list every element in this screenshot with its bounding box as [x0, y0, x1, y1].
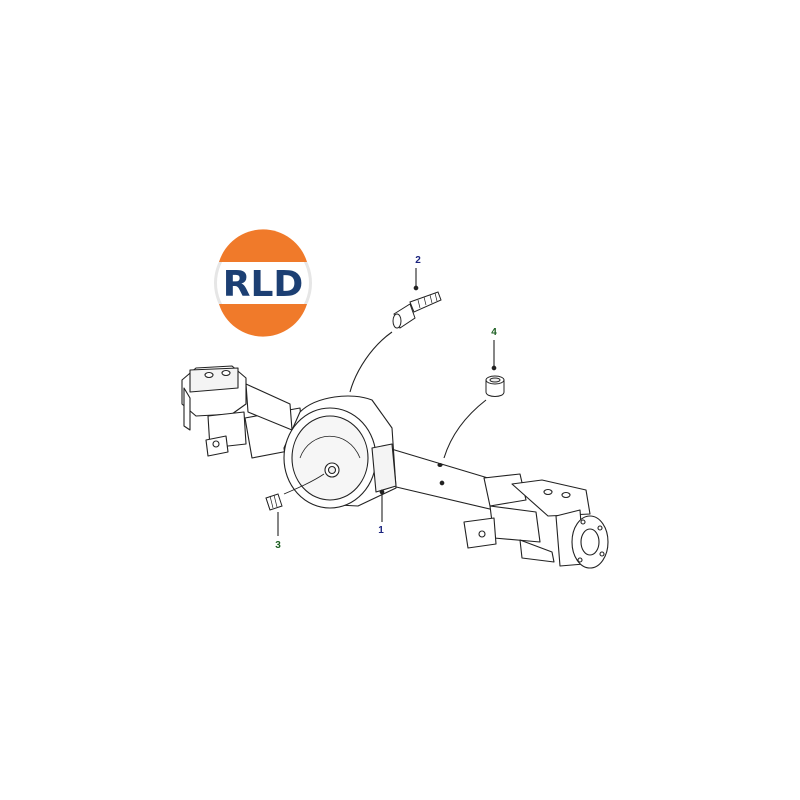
right-spring-bracket: [463, 473, 591, 563]
callout-1: 1: [378, 525, 384, 536]
leader-curve-3: [283, 473, 325, 495]
callout-3: 3: [275, 540, 281, 551]
rld-logo: RLD: [214, 229, 312, 337]
bush-part-4: [485, 375, 505, 397]
hub-flange-right: [555, 509, 609, 569]
leader-curve-4: [443, 399, 487, 459]
plug-part-3: [265, 493, 283, 511]
logo-text: RLD: [223, 264, 304, 305]
callout-4: 4: [491, 327, 497, 338]
differential-housing: [283, 395, 397, 509]
logo-top-half: [219, 229, 307, 262]
axle-assembly: [181, 365, 609, 569]
bolt-part-2: [392, 291, 442, 329]
logo-bottom-half: [219, 304, 307, 337]
left-spring-bracket: [181, 365, 293, 457]
leader-lines: [277, 268, 497, 536]
callout-2: 2: [415, 255, 421, 266]
leader-curve-2: [349, 331, 393, 393]
axle-tube-right: [387, 447, 495, 511]
